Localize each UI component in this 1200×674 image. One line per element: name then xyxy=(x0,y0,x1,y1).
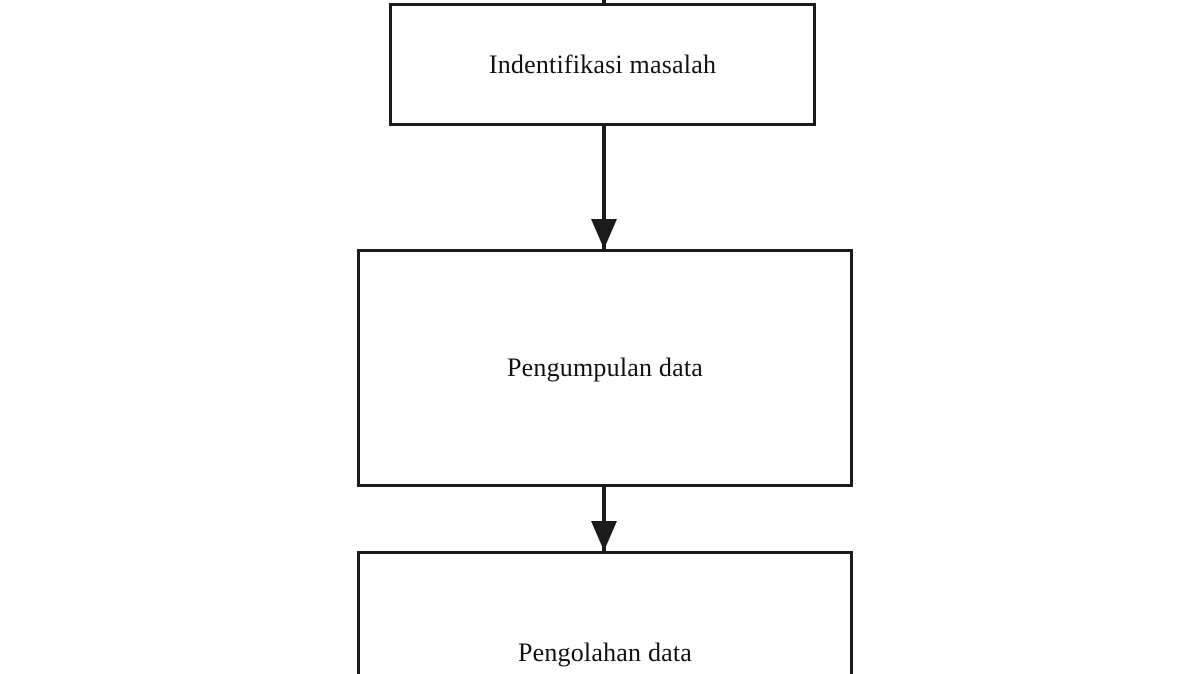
flowchart-node-pengolahan[interactable]: Pengolahan data xyxy=(357,551,853,674)
flowchart-node-label: Pengolahan data xyxy=(517,638,693,667)
flowchart-node-label: Pengumpulan data xyxy=(507,353,703,383)
connector-line xyxy=(602,0,606,5)
arrowhead-down-icon xyxy=(591,219,617,249)
connector-line xyxy=(602,487,606,551)
arrowhead-down-icon xyxy=(591,521,617,551)
connector-line xyxy=(602,126,606,249)
flowchart-node-pengumpulan[interactable]: Pengumpulan data xyxy=(357,249,853,487)
flowchart-node-identifikasi[interactable]: Indentifikasi masalah xyxy=(389,3,816,126)
flowchart-node-label: Indentifikasi masalah xyxy=(488,49,717,79)
